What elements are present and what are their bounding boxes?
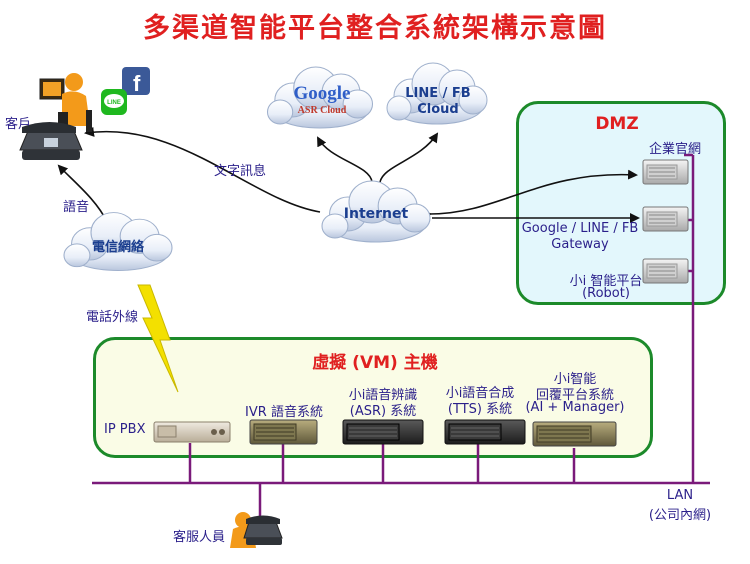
client-label: 客戶 [5, 117, 32, 132]
corp-website-server-icon [642, 159, 689, 185]
lan-sub-label: (公司內網) [648, 508, 712, 523]
ivr-server-icon [249, 419, 318, 445]
tts-label-1: 小i語音合成 [445, 386, 515, 401]
asr-label-2: (ASR) 系統 [349, 404, 417, 419]
diagram-title: 多渠道智能平台整合系統架構示意圖 [143, 13, 607, 44]
line-app-icon: LINE [101, 89, 127, 115]
text-message-label: 文字訊息 [214, 164, 267, 179]
ai-label-2: 回覆平台系統 [535, 388, 614, 403]
facebook-icon: f [122, 67, 150, 96]
phone-outside-line-label: 電話外線 [86, 310, 139, 325]
agent-label: 客服人員 [173, 530, 226, 545]
asr-cloud-label: ASR Cloud [297, 105, 347, 116]
agent-phone-icon [230, 512, 283, 548]
client-person-icon [39, 73, 92, 132]
lightning-icon [137, 284, 179, 393]
client-phone-icon [19, 122, 83, 160]
google-label: Google [293, 83, 351, 104]
asr-label-1: 小i語音辨識 [348, 388, 418, 403]
gateway-label-2: Gateway [551, 237, 609, 252]
gateway-server-icon [642, 206, 689, 232]
dmz-title: DMZ [595, 114, 639, 134]
ai-label-3: (AI + Manager) [525, 400, 625, 415]
ai-manager-server-icon [532, 421, 617, 447]
tts-server-icon [444, 419, 526, 445]
ai-label-1: 小i智能 [553, 372, 597, 387]
lan-label: LAN [666, 488, 694, 503]
vm-host-title: 虛擬 (VM) 主機 [312, 353, 438, 373]
voice-label: 語音 [63, 200, 90, 215]
ivr-label: IVR 語音系統 [245, 405, 323, 420]
tts-label-2: (TTS) 系統 [447, 402, 513, 417]
svg-text:f: f [133, 71, 141, 96]
line-fb-cloud-label-1: LINE / FB [405, 86, 471, 101]
gateway-label-1: Google / LINE / FB [521, 221, 639, 236]
robot-label-1: 小i 智能平台 [569, 274, 643, 289]
line-fb-cloud-label-2: Cloud [417, 102, 459, 117]
corp-website-label: 企業官網 [649, 142, 702, 157]
robot-label-2: (Robot) [582, 286, 630, 301]
svg-text:LINE: LINE [107, 100, 121, 106]
internet-label: Internet [343, 206, 409, 222]
telecom-network-label: 電信網絡 [91, 240, 144, 255]
asr-server-icon [342, 419, 424, 445]
ip-pbx-device-icon [153, 421, 231, 443]
robot-server-icon [642, 258, 689, 284]
ip-pbx-label: IP PBX [104, 422, 146, 437]
